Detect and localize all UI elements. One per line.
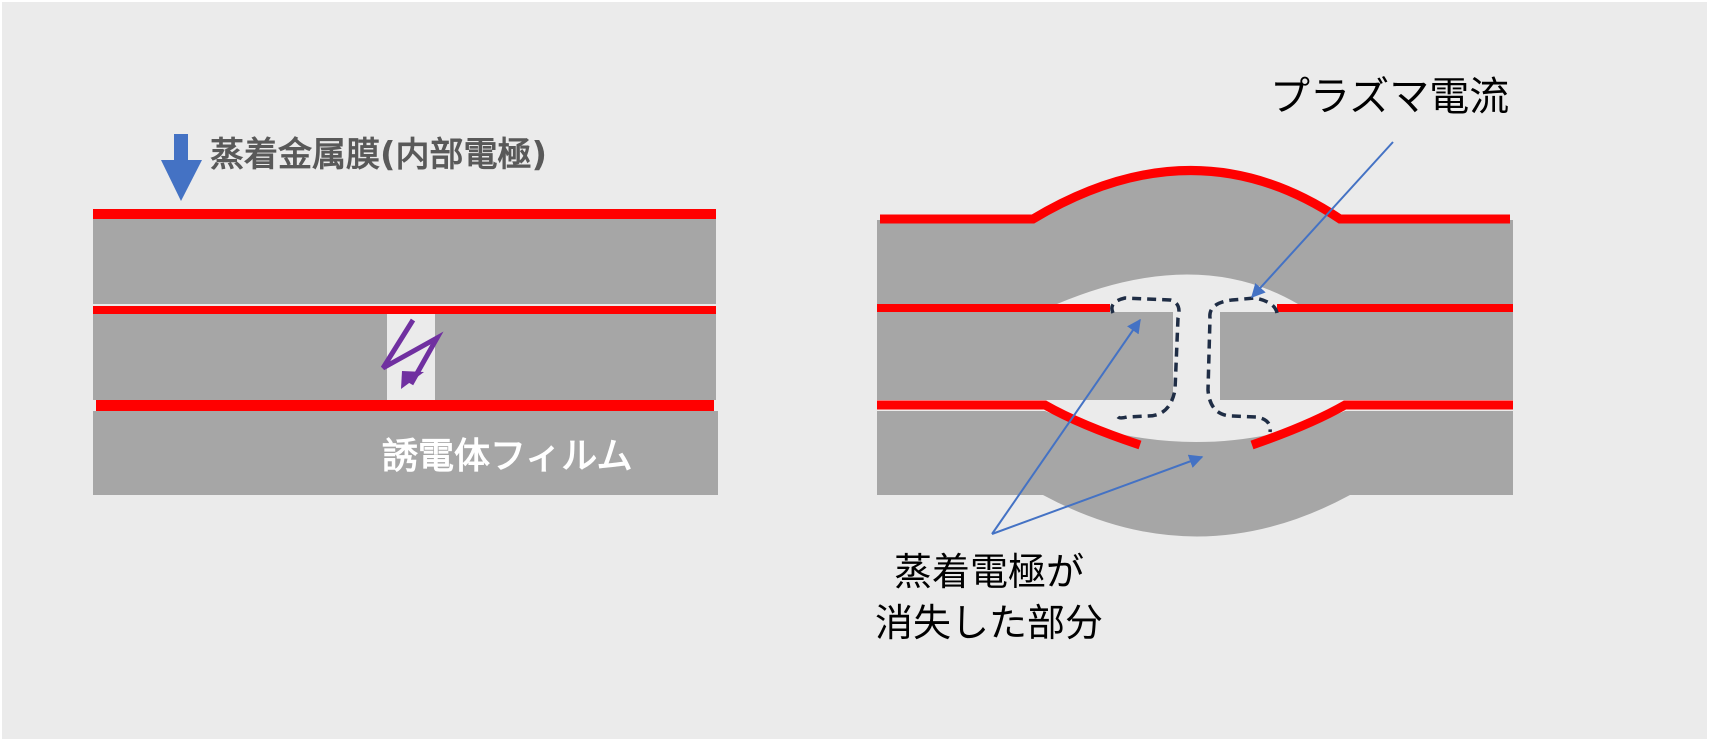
film-layer-bottom — [93, 411, 718, 495]
electrode-top — [93, 209, 716, 219]
film-layer-middle-left — [877, 312, 1173, 400]
electrode-label: 蒸着金属膜(内部電極) — [210, 135, 547, 175]
film-layer-middle-right — [1220, 312, 1513, 400]
plasma-outline-right — [1206, 296, 1279, 433]
lost-part-arrow-upper — [991, 318, 1141, 535]
arrow-down-icon — [161, 134, 202, 201]
electrode-bottom — [96, 400, 714, 411]
right-diagram: プラズマ電流 蒸着電極が 消失した部分 — [875, 74, 1513, 645]
electrode-middle — [93, 306, 716, 314]
film-label: 誘電体フィルム — [382, 436, 633, 477]
electrode-bottom-right — [1250, 400, 1513, 450]
lost-part-arrow-lower — [991, 454, 1204, 535]
film-layer-bottom — [877, 411, 1513, 537]
film-layer-top — [877, 170, 1513, 304]
plasma-current-label: プラズマ電流 — [1270, 74, 1509, 120]
film-layer-top — [93, 218, 716, 304]
electrode-bottom-left — [877, 400, 1142, 450]
plasma-pointer-arrow — [1251, 141, 1394, 299]
lost-electrode-label-line1: 蒸着電極が — [894, 550, 1084, 594]
electrode-top — [880, 166, 1510, 224]
left-diagram: 蒸着金属膜(内部電極) 誘電体フィルム — [93, 134, 718, 495]
spark-icon — [380, 318, 444, 389]
lost-electrode-label-line2: 消失した部分 — [875, 601, 1103, 645]
plasma-outline-left — [1110, 296, 1181, 420]
